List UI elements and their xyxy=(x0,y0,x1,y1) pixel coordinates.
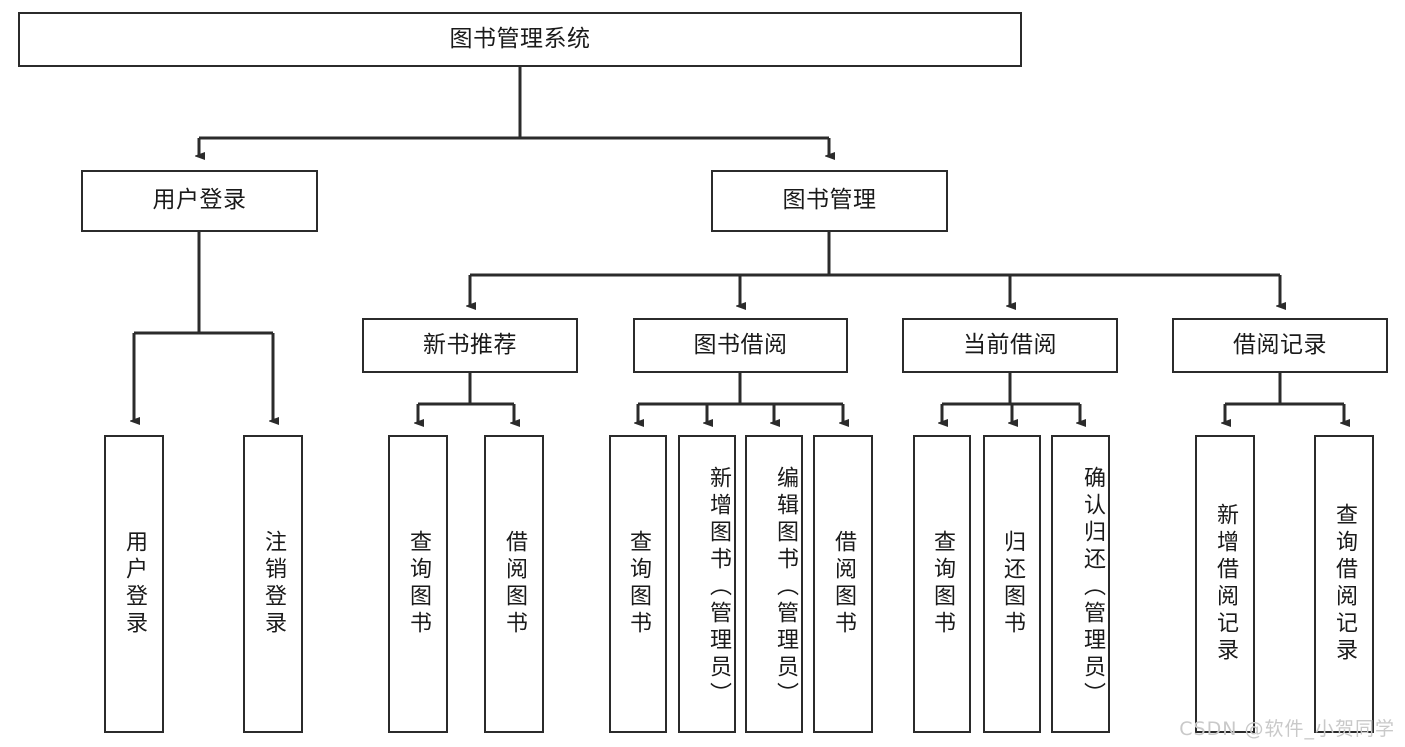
node-leaf-edit-book-admin[interactable]: 编辑图书（管理员） xyxy=(745,435,803,733)
node-leaf-confirm-return-admin-label: 确认归还（管理员） xyxy=(1080,465,1105,709)
node-leaf-borrow-book-2-label: 借阅图书 xyxy=(831,530,856,638)
watermark-text: CSDN @软件_小贺同学 xyxy=(1179,718,1395,740)
node-leaf-query-borrow-record[interactable]: 查询借阅记录 xyxy=(1314,435,1374,733)
node-book-manage[interactable]: 图书管理 xyxy=(711,170,948,232)
node-current-borrow-label: 当前借阅 xyxy=(963,331,1057,358)
node-root[interactable]: 图书管理系统 xyxy=(18,12,1022,67)
node-leaf-add-borrow-record[interactable]: 新增借阅记录 xyxy=(1195,435,1255,733)
node-leaf-borrow-book-2[interactable]: 借阅图书 xyxy=(813,435,873,733)
node-leaf-query-book-1[interactable]: 查询图书 xyxy=(388,435,448,733)
node-leaf-query-book-3-label: 查询图书 xyxy=(930,530,955,638)
node-leaf-add-book-admin[interactable]: 新增图书（管理员） xyxy=(678,435,736,733)
node-leaf-return-book[interactable]: 归还图书 xyxy=(983,435,1041,733)
node-new-book-recommend-label: 新书推荐 xyxy=(423,331,517,358)
node-leaf-query-book-3[interactable]: 查询图书 xyxy=(913,435,971,733)
node-leaf-confirm-return-admin[interactable]: 确认归还（管理员） xyxy=(1051,435,1110,733)
node-user-login[interactable]: 用户登录 xyxy=(81,170,318,232)
node-borrow-record[interactable]: 借阅记录 xyxy=(1172,318,1388,373)
node-new-book-recommend[interactable]: 新书推荐 xyxy=(362,318,578,373)
node-leaf-query-book-1-label: 查询图书 xyxy=(406,530,431,638)
node-leaf-add-book-admin-label: 新增图书（管理员） xyxy=(706,465,731,709)
node-book-borrow-label: 图书借阅 xyxy=(693,331,788,358)
node-leaf-query-book-2-label: 查询图书 xyxy=(626,530,651,638)
node-current-borrow[interactable]: 当前借阅 xyxy=(902,318,1118,373)
node-leaf-query-borrow-record-label: 查询借阅记录 xyxy=(1332,503,1357,665)
node-leaf-borrow-book-1[interactable]: 借阅图书 xyxy=(484,435,544,733)
node-leaf-add-borrow-record-label: 新增借阅记录 xyxy=(1213,503,1238,665)
node-leaf-logout[interactable]: 注销登录 xyxy=(243,435,303,733)
node-leaf-return-book-label: 归还图书 xyxy=(1000,530,1025,638)
node-borrow-record-label: 借阅记录 xyxy=(1233,331,1327,358)
node-leaf-borrow-book-1-label: 借阅图书 xyxy=(502,530,527,638)
node-leaf-query-book-2[interactable]: 查询图书 xyxy=(609,435,667,733)
node-book-borrow[interactable]: 图书借阅 xyxy=(633,318,848,373)
node-leaf-edit-book-admin-label: 编辑图书（管理员） xyxy=(773,465,798,709)
node-user-login-label: 用户登录 xyxy=(152,187,247,214)
node-root-label: 图书管理系统 xyxy=(449,25,591,52)
node-leaf-user-login[interactable]: 用户登录 xyxy=(104,435,164,733)
node-book-manage-label: 图书管理 xyxy=(782,187,877,214)
node-leaf-user-login-label: 用户登录 xyxy=(122,530,147,638)
node-leaf-logout-label: 注销登录 xyxy=(261,530,286,638)
